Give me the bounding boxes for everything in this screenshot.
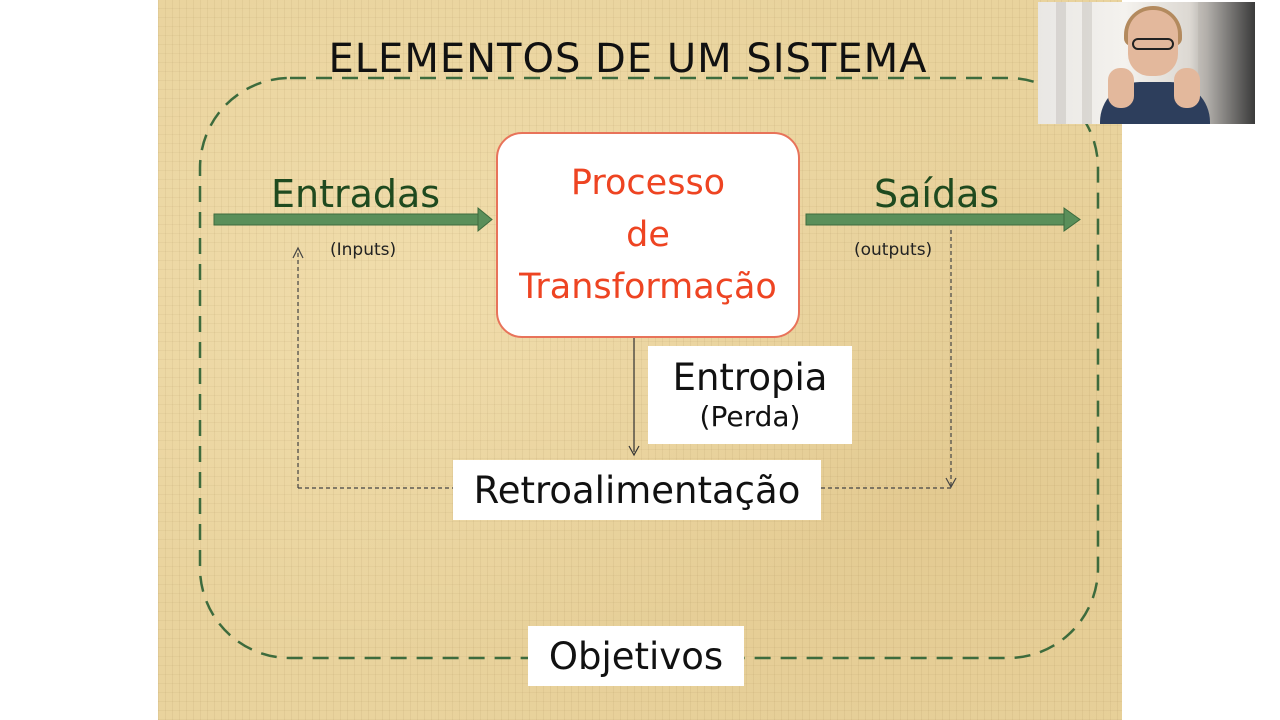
retroalimentacao-label: Retroalimentação [473,468,801,512]
objetivos-box: Objetivos [528,626,744,686]
input-arrow [213,206,493,233]
slide-title: ELEMENTOS DE UM SISTEMA [328,36,928,82]
objetivos-label: Objetivos [548,634,724,678]
feedback-arrowhead-down [945,477,957,489]
retroalimentacao-box: Retroalimentação [453,460,821,520]
slide: ELEMENTOS DE UM SISTEMA Entradas (Inputs… [158,0,1122,720]
glasses-icon [1132,38,1174,50]
saidas-label: Saídas [874,172,1000,216]
entropia-label: Entropia [672,356,828,399]
outputs-note: (outputs) [854,240,933,260]
process-line-1: Processo [570,163,726,203]
process-line-2: de [626,215,670,255]
right-hand [1174,68,1200,108]
system-boundary [198,76,1100,660]
inputs-note: (Inputs) [330,240,397,260]
entropy-arrow [628,338,640,457]
feedback-arrowhead-up [292,246,304,259]
entradas-label: Entradas [271,172,441,216]
feedback-loop [297,230,952,489]
output-arrow [805,207,1081,232]
webcam-video [1038,2,1255,124]
entropia-box: Entropia (Perda) [648,346,852,444]
diagram-lines [198,76,1100,660]
process-box: Processo de Transformação [496,132,800,338]
process-line-3: Transformação [519,267,777,307]
perda-label: (Perda) [699,400,801,433]
left-hand [1108,68,1134,108]
